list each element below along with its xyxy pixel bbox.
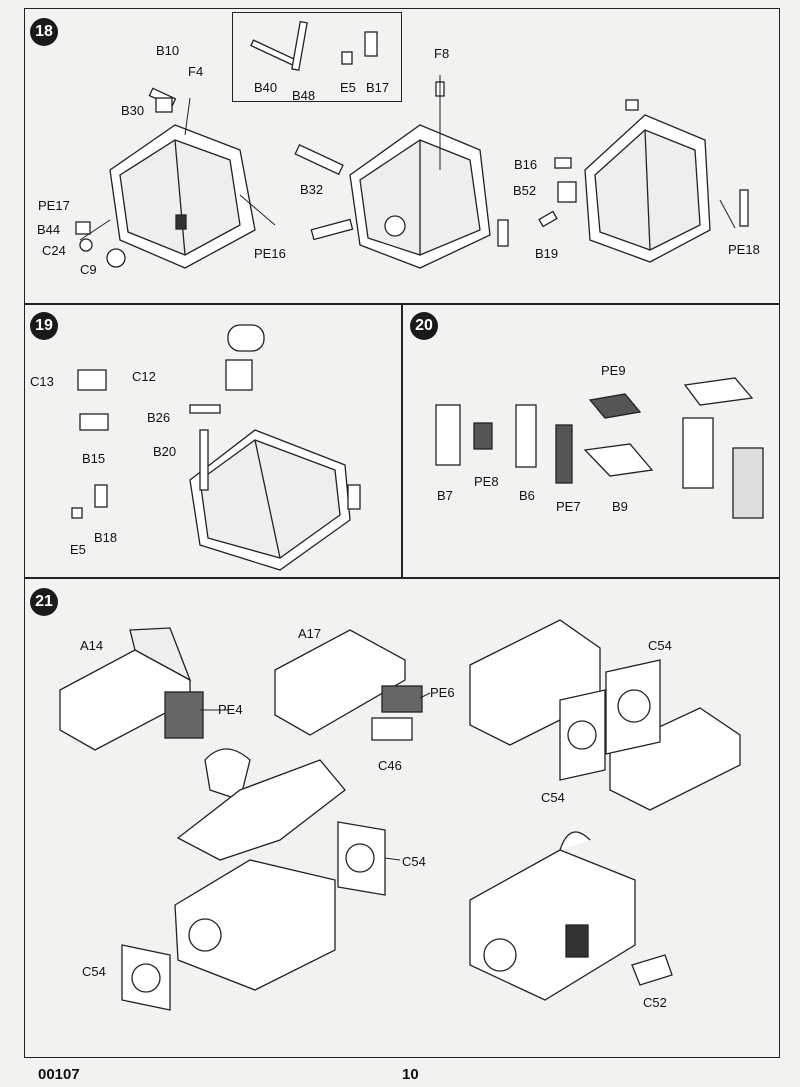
step-20-panel: [402, 304, 780, 578]
label-pe6: PE6: [430, 685, 455, 700]
label-b40: B40: [254, 80, 278, 95]
step-18-assembly-left: [75, 87, 256, 269]
label-c52: C52: [643, 995, 667, 1010]
step-21-assembly-1: [59, 627, 204, 751]
label-e5-step19: E5: [70, 542, 86, 557]
step-18-assembly-right: [538, 99, 749, 263]
label-c24: C24: [42, 243, 66, 258]
label-b26: B26: [147, 410, 171, 425]
step-18-assembly-middle: [294, 81, 509, 269]
label-pe7: PE7: [556, 499, 581, 514]
label-b20: B20: [153, 444, 177, 459]
label-a17: A17: [298, 626, 322, 641]
label-pe16: PE16: [254, 246, 286, 261]
label-pe9: PE9: [601, 363, 626, 378]
label-pe8: PE8: [474, 474, 499, 489]
label-c54-top-right: C54: [648, 638, 672, 653]
step-18-inset-parts: [250, 20, 378, 71]
label-c9: C9: [80, 262, 97, 277]
label-b7: B7: [437, 488, 453, 503]
label-c46: C46: [378, 758, 402, 773]
step-20-parts: [435, 377, 764, 519]
label-b15: B15: [82, 451, 106, 466]
label-c12: C12: [132, 369, 156, 384]
label-b32: B32: [300, 182, 324, 197]
label-b52: B52: [513, 183, 537, 198]
label-b9: B9: [612, 499, 628, 514]
step-21-assembly-2: [274, 629, 423, 741]
label-c13: C13: [30, 374, 54, 389]
label-c54-mid: C54: [402, 854, 426, 869]
label-b30: B30: [121, 103, 145, 118]
label-pe4: PE4: [218, 702, 243, 717]
step-19-panel: [24, 304, 402, 578]
step-18-badge: 18: [30, 18, 58, 46]
label-pe18: PE18: [728, 242, 760, 257]
step-21-assembly-4: [121, 748, 386, 1011]
label-a14: A14: [80, 638, 104, 653]
label-c54-mid-right: C54: [541, 790, 565, 805]
product-code: 00107: [38, 1066, 80, 1083]
step-19-assembly: [71, 324, 361, 571]
step-20-badge: 20: [410, 312, 438, 340]
step-21-badge: 21: [30, 588, 58, 616]
label-b44: B44: [37, 222, 61, 237]
label-f8: F8: [434, 46, 450, 61]
label-e5: E5: [340, 80, 356, 95]
label-b16: B16: [514, 157, 538, 172]
label-f4: F4: [188, 64, 204, 79]
step-18-inset-box: [232, 12, 402, 102]
label-b48: B48: [292, 88, 316, 103]
page-number: 10: [402, 1066, 419, 1083]
step-21-panel: [24, 578, 780, 1058]
label-b10: B10: [156, 43, 180, 58]
label-b6: B6: [519, 488, 535, 503]
label-c54-bottom-left: C54: [82, 964, 106, 979]
step-18-panel: [24, 8, 780, 304]
label-b17: B17: [366, 80, 390, 95]
step-21-assembly-3: [469, 619, 741, 811]
step-21-assembly-5: [469, 831, 673, 1001]
label-b19: B19: [535, 246, 559, 261]
label-pe17: PE17: [38, 198, 70, 213]
label-b18: B18: [94, 530, 118, 545]
step-19-badge: 19: [30, 312, 58, 340]
